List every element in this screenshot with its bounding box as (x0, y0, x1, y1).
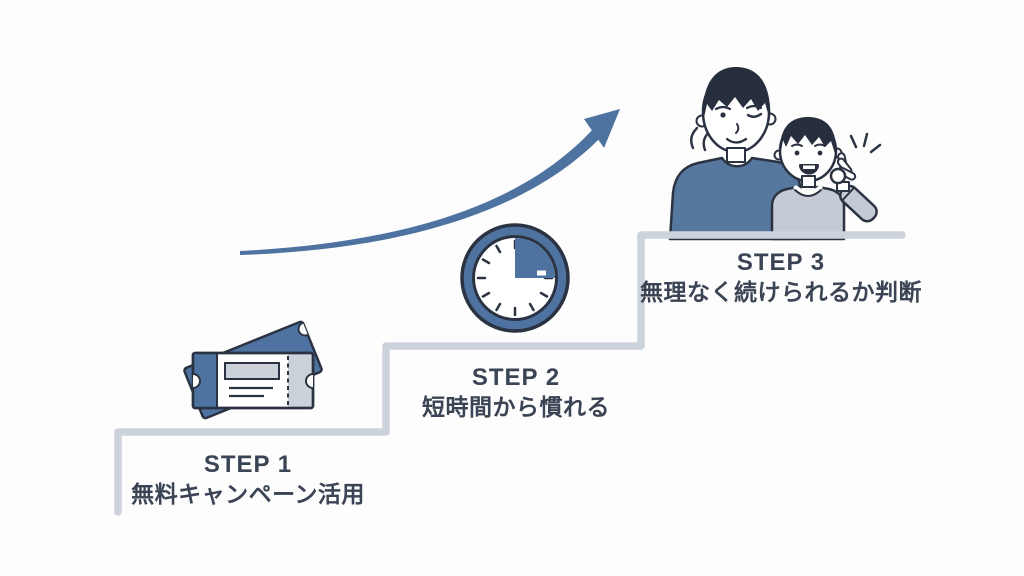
arrow-shaft (240, 128, 602, 255)
ticket-icon (183, 320, 323, 420)
step-3-description: 無理なく続けられるか判断 (640, 279, 922, 305)
father-hair (702, 67, 771, 122)
step-1-label: STEP 1 (203, 451, 293, 478)
ticket-title-bar (224, 362, 280, 380)
ticket-front (191, 351, 315, 410)
step-2-label: STEP 2 (471, 364, 561, 391)
child-figure (770, 117, 882, 241)
step-1-text: STEP 1 無料キャンペーン活用 (98, 451, 398, 508)
step-2-text: STEP 2 短時間から慣れる (366, 364, 666, 421)
clock-quarter-sector (515, 238, 555, 278)
father-wink-eye (746, 112, 763, 118)
step-2-description: 短時間から慣れる (422, 394, 610, 420)
step-1-description: 無料キャンペーン活用 (131, 481, 365, 507)
ok-hand-icon (829, 152, 857, 192)
arrow-head (584, 109, 620, 148)
step-3-label: STEP 3 (736, 249, 826, 276)
growth-arrow-icon (240, 109, 620, 255)
clock-icon (460, 223, 570, 333)
family-illustration (668, 67, 882, 241)
father-eye (720, 112, 726, 118)
sparkle-lines (849, 132, 882, 154)
step-3-text: STEP 3 無理なく続けられるか判断 (626, 249, 936, 306)
staircase-line (114, 231, 906, 516)
father-smile (725, 137, 748, 144)
father-figure (668, 67, 802, 241)
child-hair (779, 117, 837, 157)
